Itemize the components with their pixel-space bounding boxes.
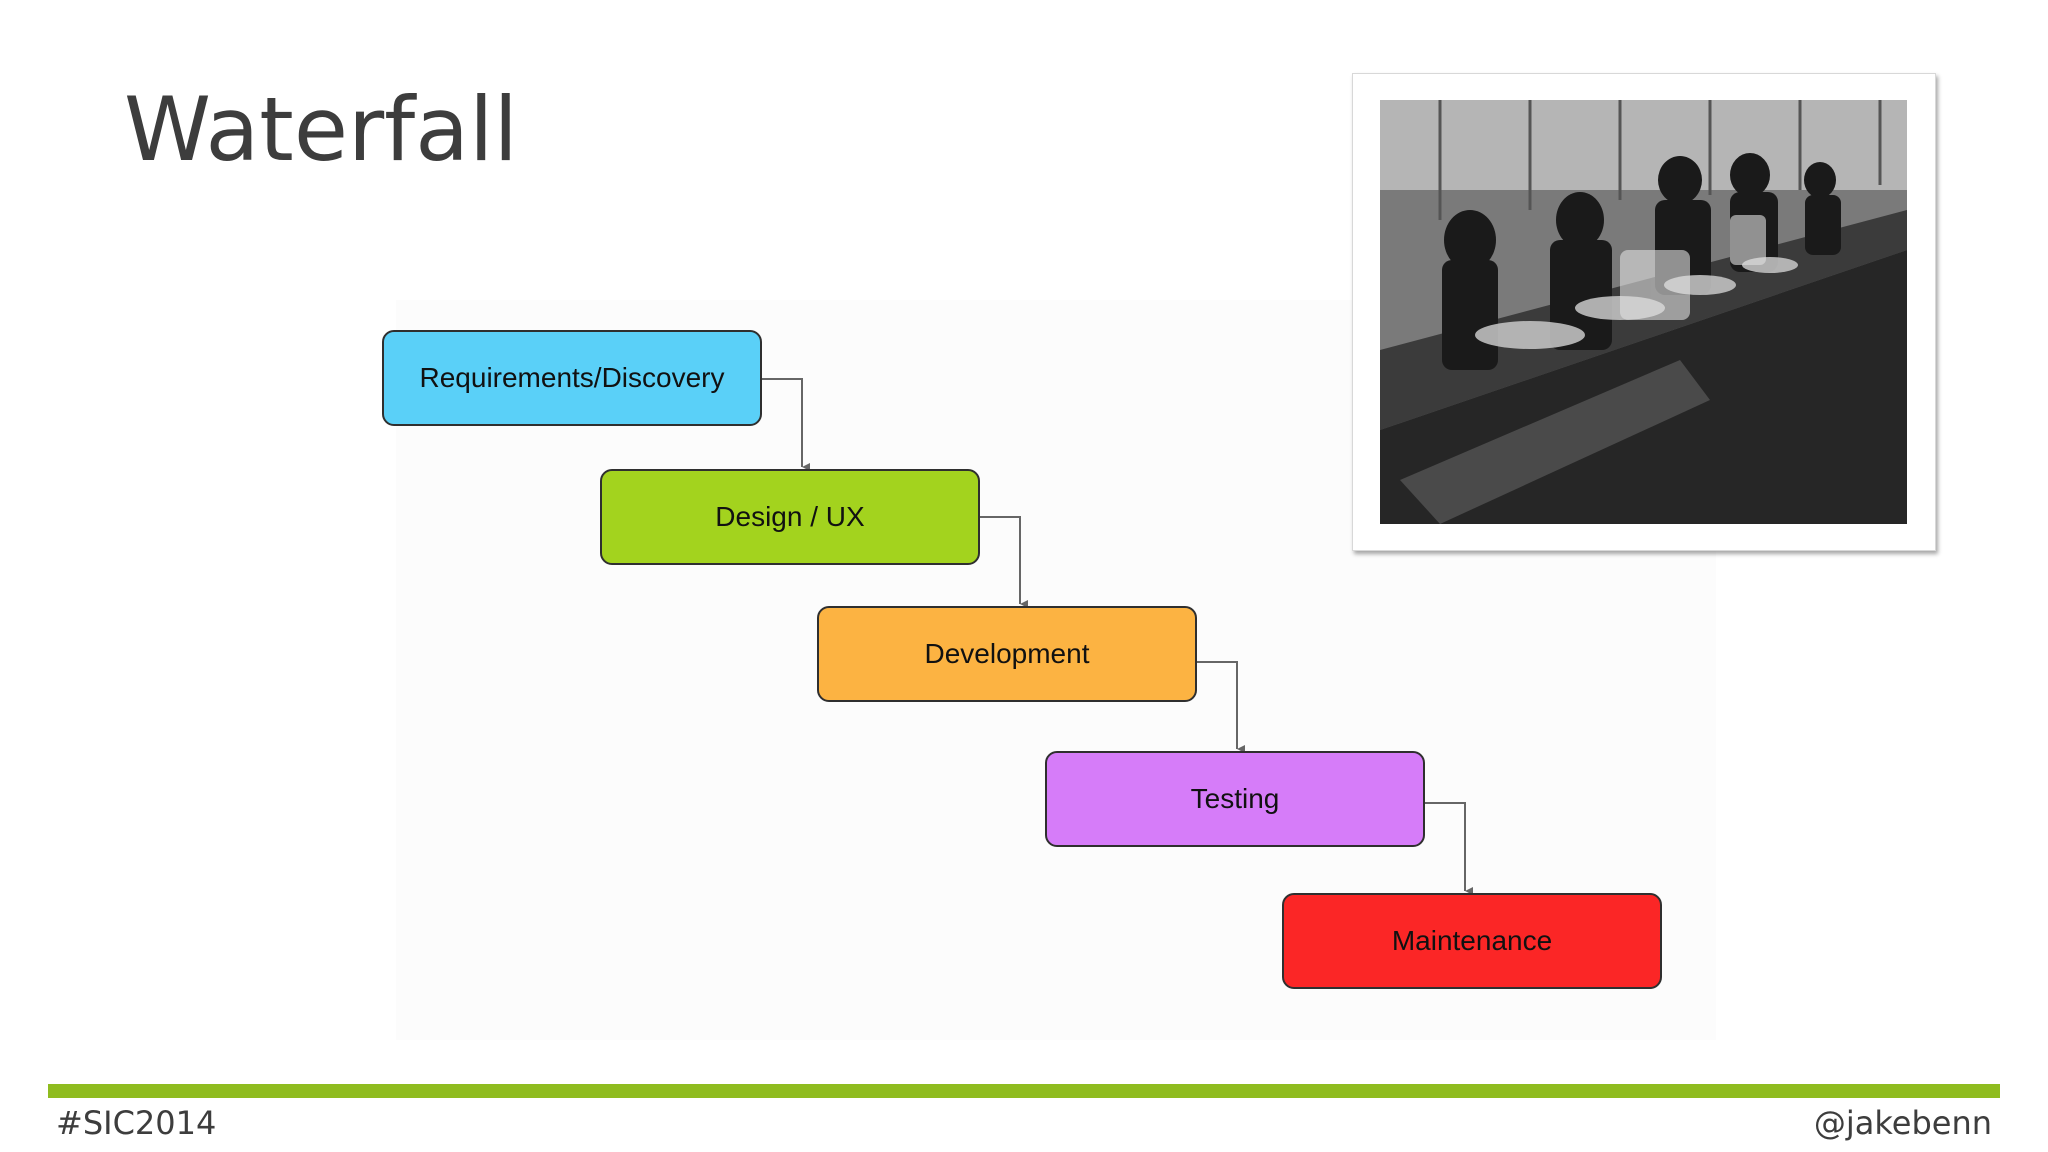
photo-illustration (1380, 100, 1907, 524)
assembly-line-photo (1380, 100, 1907, 524)
step-label: Maintenance (1391, 925, 1553, 956)
footer-accent-bar (48, 1084, 2000, 1098)
footer-hashtag: #SIC2014 (56, 1104, 217, 1142)
step-label: Development (924, 638, 1090, 669)
step-design: Design / UX (600, 469, 980, 565)
step-label: Requirements/Discovery (419, 362, 725, 393)
step-testing: Testing (1045, 751, 1425, 847)
step-label: Testing (1190, 783, 1280, 814)
step-maintenance: Maintenance (1282, 893, 1662, 989)
photo-frame (1352, 73, 1936, 551)
footer-handle: @jakebenn (1813, 1104, 1992, 1142)
step-requirements: Requirements/Discovery (382, 330, 762, 426)
step-development: Development (817, 606, 1197, 702)
slide-title: Waterfall (124, 78, 518, 181)
step-label: Design / UX (715, 501, 865, 532)
